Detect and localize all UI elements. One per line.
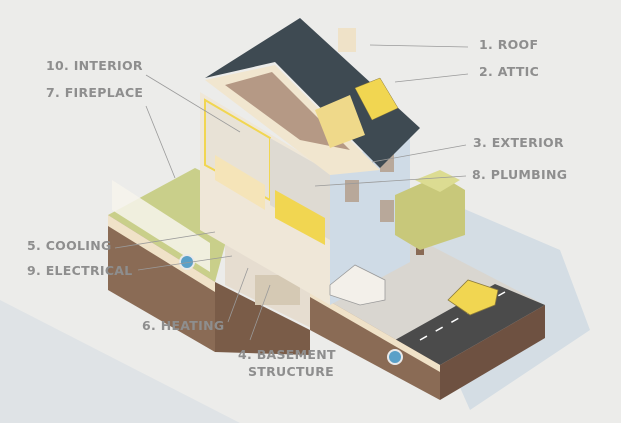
label-roof: 1. ROOF [479,37,539,52]
label-basement-line1: 4. BASEMENT [238,347,336,362]
leader-attic [394,73,469,83]
leader-electrical [137,255,233,271]
leader-plumbing [314,175,467,187]
white-car [329,264,386,306]
chimney [338,28,356,52]
leader-fireplace [145,105,176,179]
label-plumbing: 8. PLUMBING [472,167,568,182]
background-shadow [0,300,240,423]
solar-panel [354,77,399,121]
label-interior: 10. INTERIOR [46,58,143,73]
leader-basement [249,284,271,341]
label-attic: 2. ATTIC [479,64,540,79]
taxi-car [447,279,499,316]
leader-lines [114,44,469,341]
pipe-icon [387,349,403,365]
label-exterior: 3. EXTERIOR [473,135,564,150]
roof [205,18,420,175]
leader-roof [369,44,469,48]
leader-exterior [371,144,467,163]
leader-cooling [114,231,216,249]
label-heating: 6. HEATING [142,318,225,333]
leader-interior [145,74,241,133]
label-cooling: 5. COOLING [27,238,112,253]
tree [395,170,465,255]
leader-heating [227,267,249,323]
label-fireplace: 7. FIREPLACE [46,85,144,100]
label-electrical: 9. ELECTRICAL [27,263,133,278]
label-basement-line2: STRUCTURE [248,364,335,379]
